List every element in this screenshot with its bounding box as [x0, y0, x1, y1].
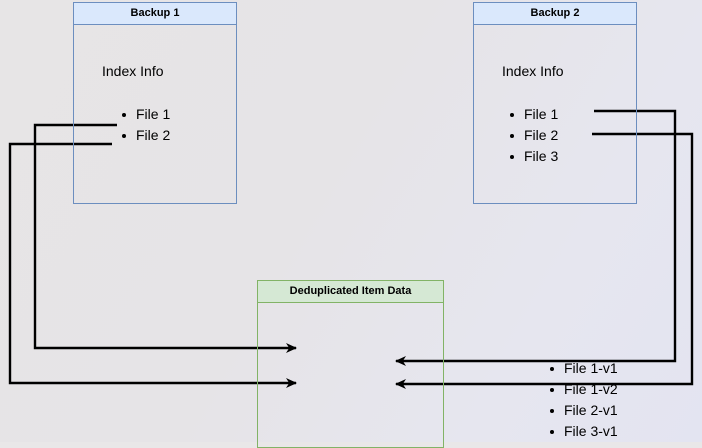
- node-backup-1-body: Index Info: [74, 25, 236, 203]
- list-item: File 3-v1: [548, 421, 618, 442]
- list-item: File 1-v2: [548, 379, 618, 400]
- node-backup-1-title: Backup 1: [74, 3, 236, 25]
- list-item: File 1: [120, 104, 170, 125]
- list-item: File 1: [508, 104, 558, 125]
- list-item: File 2: [120, 125, 170, 146]
- backup-1-file-list: File 1 File 2: [120, 104, 170, 146]
- deduplicated-file-list: File 1-v1 File 1-v2 File 2-v1 File 3-v1: [548, 358, 618, 442]
- list-item: File 1-v1: [548, 358, 618, 379]
- node-backup-2[interactable]: Backup 2 Index Info: [473, 2, 637, 204]
- node-backup-2-title: Backup 2: [474, 3, 636, 25]
- node-deduplicated-item-data-title: Deduplicated Item Data: [258, 281, 443, 303]
- node-backup-1[interactable]: Backup 1 Index Info: [73, 2, 237, 204]
- node-backup-2-body: Index Info: [474, 25, 636, 203]
- node-deduplicated-item-data[interactable]: Deduplicated Item Data File 1-v1 File 1-…: [257, 280, 618, 448]
- list-item: File 2-v1: [548, 400, 618, 421]
- node-deduplicated-item-data-body: File 1-v1 File 1-v2 File 2-v1 File 3-v1: [258, 303, 618, 447]
- backup-2-index-info-label: Index Info: [502, 63, 564, 79]
- backup-2-file-list: File 1 File 2 File 3: [508, 104, 558, 167]
- list-item: File 3: [508, 146, 558, 167]
- list-item: File 2: [508, 125, 558, 146]
- backup-1-index-info-label: Index Info: [102, 63, 164, 79]
